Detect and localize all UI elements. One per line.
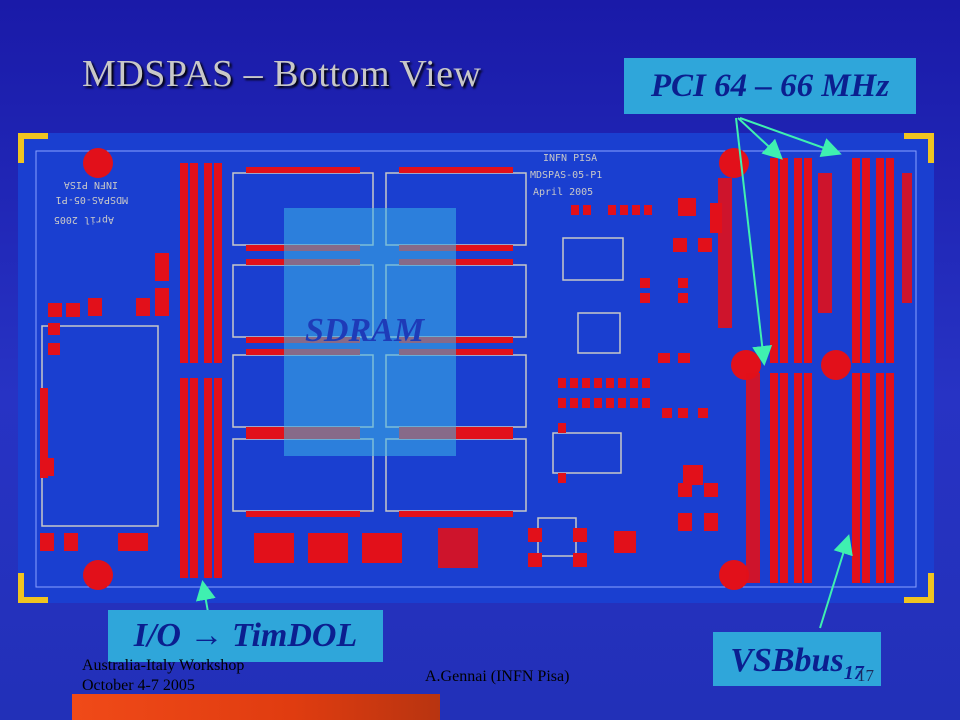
footer-event-name: Australia-Italy Workshop bbox=[82, 657, 245, 674]
silk-infn-pisa-2: INFN PISA bbox=[543, 153, 597, 164]
silk-date: April 2005 bbox=[54, 214, 114, 225]
slide-title: MDSPAS – Bottom View bbox=[82, 53, 482, 95]
sdram-label: SDRAM bbox=[305, 312, 425, 349]
footer-event: Australia-Italy Workshop October 4-7 200… bbox=[82, 656, 244, 696]
footer-accent-bar bbox=[72, 694, 440, 720]
vsbbus-subscript: 17 bbox=[843, 661, 864, 684]
io-timdol-callout: I/O → TimDOL bbox=[108, 610, 383, 662]
silk-part-number: MDSPAS-05-P1 bbox=[56, 194, 128, 205]
footer-author: A.Gennai (INFN Pisa) bbox=[425, 668, 570, 685]
page-number: 17 bbox=[857, 666, 874, 685]
silk-part-number-2: MDSPAS-05-P1 bbox=[530, 170, 602, 181]
vsbbus-callout: VSBbus17 bbox=[713, 632, 881, 686]
vsbbus-label: VSBbus bbox=[730, 642, 844, 679]
pcb-board-image: INFN PISA MDSPAS-05-P1 April 2005 INFN P… bbox=[18, 133, 934, 603]
pci-callout: PCI 64 – 66 MHz bbox=[624, 58, 916, 114]
silk-date-2: April 2005 bbox=[533, 187, 593, 198]
footer-event-date: October 4-7 2005 bbox=[82, 677, 195, 694]
silk-infn-pisa: INFN PISA bbox=[64, 179, 118, 190]
sdram-highlight bbox=[284, 208, 456, 456]
